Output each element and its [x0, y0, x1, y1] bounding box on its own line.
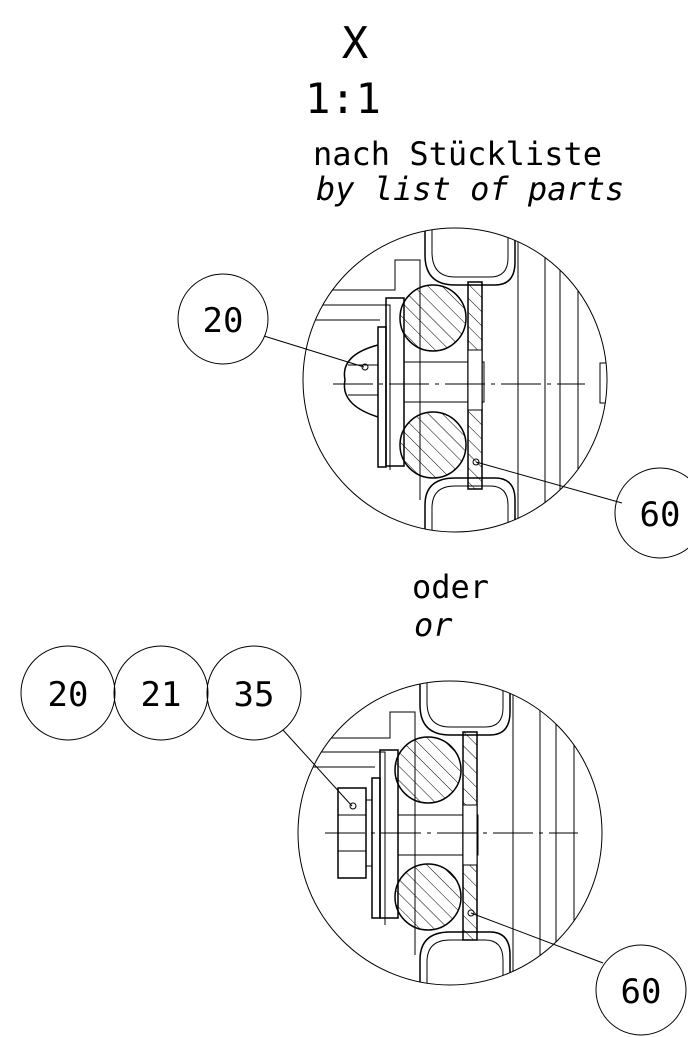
separator-english: or — [414, 606, 453, 644]
leader-20-top — [263, 335, 365, 368]
detail-top-circle — [302, 227, 608, 533]
note-german: nach Stückliste — [313, 135, 602, 173]
leader-60-bottom — [470, 912, 604, 964]
roller-top — [399, 284, 467, 352]
roller-bottom-b — [394, 863, 462, 931]
separator-german: oder — [412, 568, 489, 606]
svg-text:60: 60 — [640, 495, 681, 535]
leader-60-top — [475, 461, 623, 504]
svg-text:35: 35 — [234, 675, 275, 715]
leader-35 — [282, 729, 353, 807]
balloon-60-bottom: 60 — [595, 944, 687, 1036]
svg-text:60: 60 — [621, 972, 662, 1012]
detail-top: 20 60 — [177, 227, 688, 559]
balloon-35-bottom: 35 — [206, 645, 302, 741]
roller-bottom — [399, 411, 467, 479]
view-letter: X — [342, 18, 369, 69]
svg-text:20: 20 — [48, 675, 89, 715]
svg-text:21: 21 — [141, 675, 182, 715]
detail-bottom: 20 21 35 60 — [20, 645, 687, 1036]
balloon-20-top: 20 — [177, 273, 269, 365]
balloon-60-top: 60 — [614, 467, 688, 559]
view-scale: 1:1 — [305, 74, 381, 123]
balloon-21-bottom: 21 — [113, 645, 209, 741]
balloon-20-bottom: 20 — [20, 645, 116, 741]
note-english: by list of parts — [316, 170, 624, 208]
detail-bottom-circle — [297, 680, 603, 986]
roller-top-b — [394, 736, 462, 804]
svg-text:20: 20 — [203, 301, 244, 341]
